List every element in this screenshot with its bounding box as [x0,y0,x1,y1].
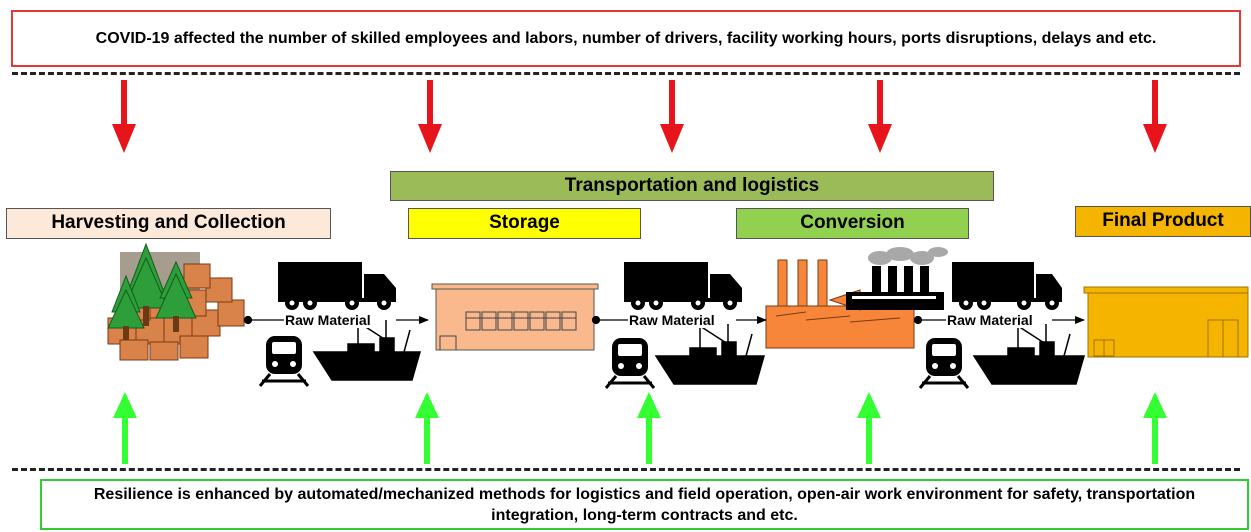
covid-arrow-conversion [868,80,892,153]
raw-material-label: Raw Material [284,312,372,328]
resilience-arrow-transport [637,392,661,464]
covid-arrows [112,80,1167,153]
covid-impact-text: COVID-19 affected the number of skilled … [95,30,1157,47]
resilience-banner: Resilience is enhanced by automated/mech… [40,479,1249,530]
truck-icon [278,262,396,310]
resilience-text: Resilience is enhanced by automated/mech… [93,485,1196,524]
harvesting-collection-label: Harvesting and Collection [6,208,331,239]
resilience-arrow-harvest [113,392,137,464]
forest-crates-icon [107,242,245,361]
truck-icon [952,262,1062,310]
train-icon [918,338,970,389]
flow-connectors [243,315,1085,325]
truck-icon [624,262,742,310]
ship-icon [312,320,421,381]
raw-material-label: Raw Material [628,312,716,328]
ship-icon [654,324,765,385]
resilience-arrow-conversion [857,392,881,464]
final-product-building-icon [1083,286,1249,358]
train-icon [258,336,310,387]
conversion-label: Conversion [736,208,969,239]
transportation-logistics-label: Transportation and logistics [390,171,994,201]
train-icon [604,338,656,389]
covid-arrow-final [1143,80,1167,153]
resilience-arrow-storage [415,392,439,464]
storage-label: Storage [408,208,641,239]
covid-arrow-harvest [112,80,136,153]
raw-material-label: Raw Material [946,312,1034,328]
covid-arrow-storage [418,80,442,153]
factory-icon [765,247,948,349]
resilience-arrow-final [1143,392,1167,464]
covid-impact-banner: COVID-19 affected the number of skilled … [11,10,1241,67]
warehouse-icon [431,283,599,351]
ship-icon [972,324,1085,385]
final-product-label: Final Product [1075,206,1251,237]
resilience-arrows [113,392,1167,464]
bottom-dashed-divider [12,468,1240,471]
top-dashed-divider [12,72,1240,75]
covid-arrow-transport [660,80,684,153]
